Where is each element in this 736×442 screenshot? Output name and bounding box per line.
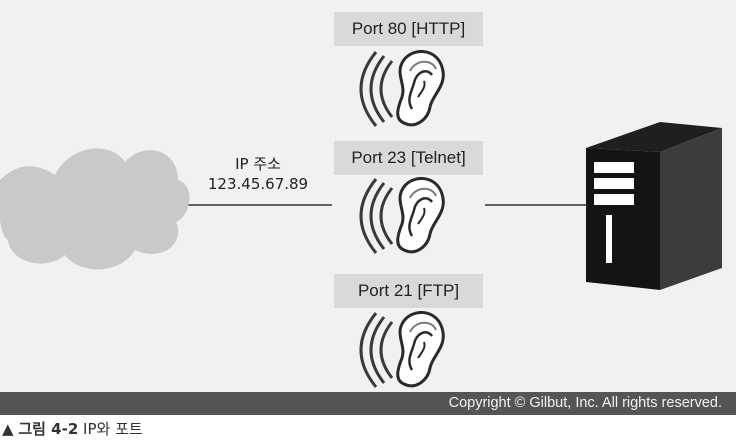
copyright-bar: Copyright © Gilbut, Inc. All rights rese…	[0, 392, 736, 415]
ear-icon	[359, 176, 445, 255]
port-21-label: Port 21 [FTP]	[334, 274, 483, 308]
ear-icon	[359, 310, 445, 389]
ip-address-label: IP 주소 123.45.67.89	[190, 154, 326, 194]
caption-text: IP와 포트	[83, 420, 143, 438]
cloud-icon	[0, 148, 190, 270]
triangle-marker-icon: ▲	[2, 420, 14, 438]
figure-caption: ▲ 그림 4-2 IP와 포트	[2, 418, 143, 440]
ear-icon	[359, 49, 445, 128]
diagram-canvas	[0, 49, 722, 389]
network-diagram: Port 80 [HTTP] Port 23 [Telnet] Port 21 …	[0, 0, 736, 415]
port-23-label: Port 23 [Telnet]	[334, 141, 483, 175]
port-80-label: Port 80 [HTTP]	[334, 12, 483, 46]
ip-title: IP 주소	[235, 155, 281, 173]
caption-label: 그림 4-2	[18, 420, 79, 438]
server-icon	[586, 122, 722, 290]
ip-value: 123.45.67.89	[207, 175, 309, 193]
copyright-text: Copyright © Gilbut, Inc. All rights rese…	[448, 395, 722, 411]
